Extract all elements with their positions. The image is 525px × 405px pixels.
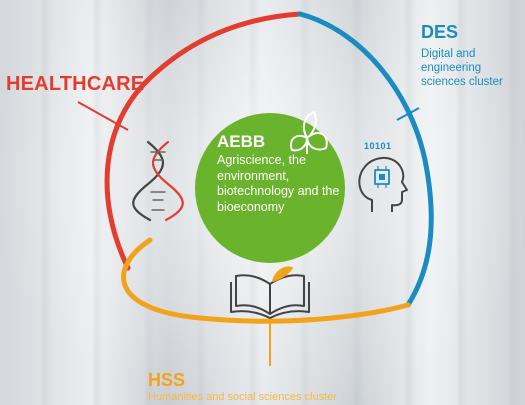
brain-chip-icon xyxy=(358,157,408,212)
des-subtitle: Digital and engineering sciences cluster xyxy=(421,48,503,88)
hss-label: HSS xyxy=(148,370,186,390)
aebb-label: AEBB xyxy=(217,132,266,151)
hss-subtitle: Humanities and social sciences cluster xyxy=(148,391,337,403)
des-arc xyxy=(297,11,434,308)
healthcare-label: HEALTHCARE xyxy=(6,73,145,95)
hss-arc xyxy=(121,237,411,324)
healthcare-connector xyxy=(77,101,129,131)
des-label: DES xyxy=(421,22,459,42)
aebb-subtitle: Agriscience, the environment, biotechnol… xyxy=(217,153,340,214)
dna-icon xyxy=(132,140,184,222)
open-book-icon xyxy=(230,266,310,319)
des-connector xyxy=(396,107,420,121)
healthcare-arc xyxy=(104,11,303,271)
binary-digits-label: 10101 xyxy=(364,141,392,151)
leaf-sprout-icon xyxy=(290,111,328,154)
